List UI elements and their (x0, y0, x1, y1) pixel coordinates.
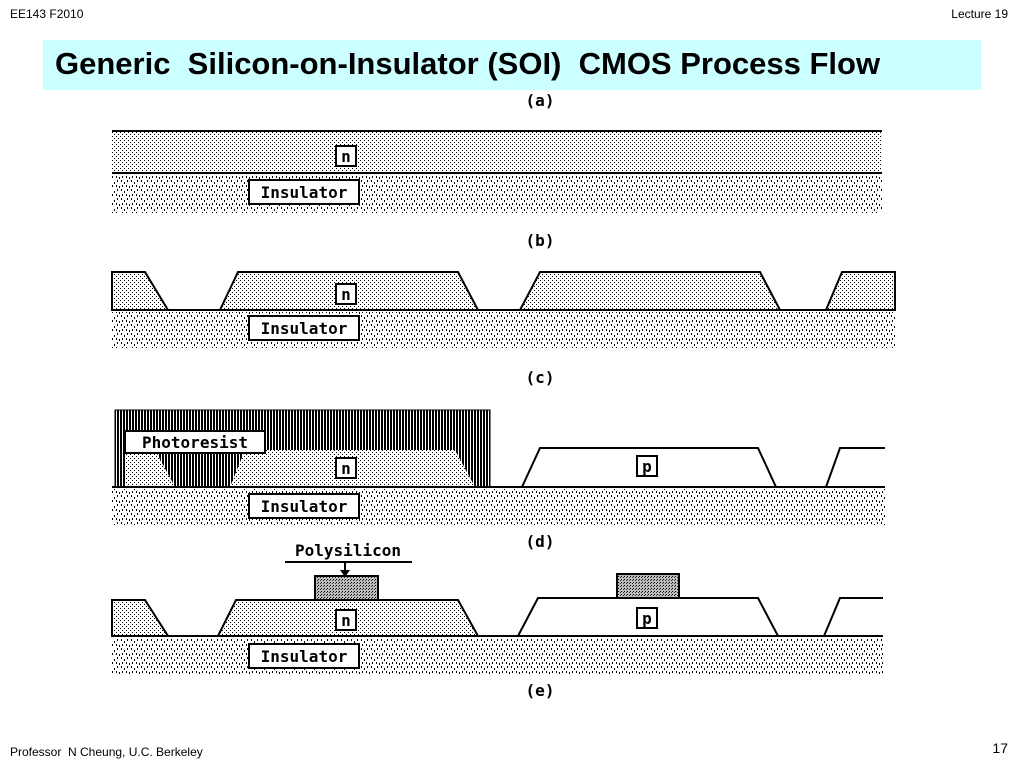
p-label: p (642, 457, 652, 476)
slide-title: Generic Silicon-on-Insulator (SOI) CMOS … (55, 46, 881, 81)
p-label: p (642, 609, 652, 628)
title-banner: Generic Silicon-on-Insulator (SOI) CMOS … (43, 40, 981, 90)
step-c-label: (c) (526, 368, 555, 387)
n-label: n (341, 611, 351, 630)
polysilicon-gate (616, 573, 680, 599)
silicon-island (111, 271, 170, 311)
insulator-layer (112, 175, 882, 213)
photoresist-label: Photoresist (142, 433, 248, 452)
arrow-down-icon (340, 570, 350, 577)
n-label: n (341, 459, 351, 478)
insulator-layer (112, 489, 885, 525)
course-label: EE143 F2010 (10, 7, 84, 21)
silicon-island (125, 450, 175, 487)
step-a-label: (a) (526, 91, 555, 110)
polysilicon-label: Polysilicon (295, 541, 401, 560)
panel-a: n Insulator (112, 130, 882, 213)
insulator-label: Insulator (261, 647, 348, 666)
page-number: 17 (992, 740, 1008, 756)
silicon-island (824, 271, 896, 311)
step-e-label: (e) (526, 681, 555, 700)
step-d-label: (d) (526, 532, 555, 551)
lecture-label: Lecture 19 (951, 7, 1008, 21)
step-b-label: (b) (526, 231, 555, 250)
n-label: n (341, 285, 351, 304)
insulator-layer (112, 638, 883, 674)
insulator-label: Insulator (261, 319, 348, 338)
n-silicon-layer (112, 131, 882, 173)
insulator-label: Insulator (261, 497, 348, 516)
insulator-layer (112, 312, 895, 348)
panel-b: n Insulator (111, 271, 896, 348)
polysilicon-gate (314, 575, 379, 601)
panel-d: Polysilicon n p Insulator (111, 541, 883, 674)
insulator-label: Insulator (261, 183, 348, 202)
silicon-island (111, 599, 170, 637)
n-label: n (341, 147, 351, 166)
panel-c: Photoresist n p Insulator (112, 409, 885, 525)
author-footer: Professor N Cheung, U.C. Berkeley (10, 745, 203, 759)
silicon-island (518, 271, 782, 311)
